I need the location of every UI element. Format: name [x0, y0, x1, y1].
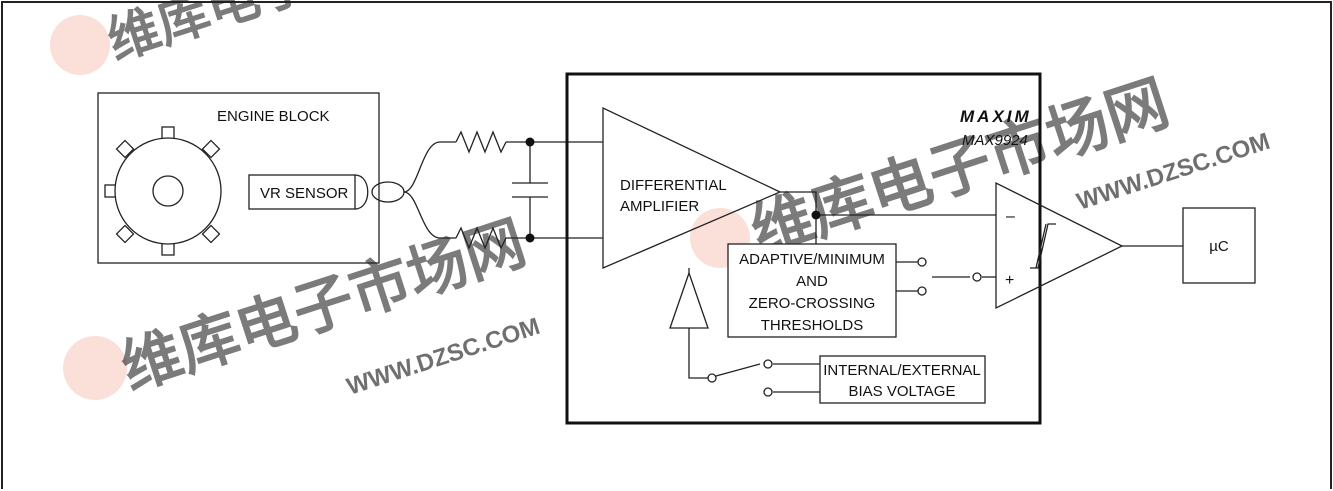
switch-contact — [917, 257, 927, 267]
amp-label-line1: DIFFERENTIAL — [620, 177, 727, 194]
threshold-label-line3: ZERO-CROSSING — [749, 295, 876, 312]
bias-label-line2: BIAS VOLTAGE — [849, 383, 956, 400]
switch-contact — [917, 286, 927, 296]
junction-dot — [811, 210, 821, 220]
watermark-url-1: WWW.DZSC.COM — [344, 313, 544, 401]
comparator-symbol — [995, 181, 1124, 310]
threshold-box — [727, 243, 897, 338]
differential-amplifier-symbol — [602, 106, 782, 269]
microcontroller-box — [1182, 207, 1256, 284]
watermark-text-3: 维库电子市场网 — [743, 69, 1177, 269]
switch-contact — [972, 272, 982, 282]
switch-contact — [707, 373, 717, 383]
watermark-logo-icon — [50, 15, 750, 400]
threshold-label-line1: ADAPTIVE/MINIMUM — [739, 251, 885, 268]
bias-buffer-symbol — [669, 271, 709, 329]
part-number: MAX9924 — [962, 132, 1028, 149]
bias-label-line1: INTERNAL/EXTERNAL — [823, 362, 981, 379]
comparator-minus: – — [1006, 208, 1015, 225]
threshold-label-line4: THRESHOLDS — [761, 317, 864, 334]
threshold-label-line2: AND — [796, 273, 828, 290]
threshold-switch — [896, 261, 996, 292]
engine-block-box — [97, 92, 380, 264]
comparator-plus: + — [1005, 272, 1014, 289]
input-wiring — [371, 130, 603, 250]
amp-label-line2: AMPLIFIER — [620, 198, 699, 215]
vr-sensor-tip — [354, 174, 369, 210]
bias-wiring — [688, 268, 820, 393]
switch-contact — [763, 387, 773, 397]
vr-sensor-label: VR SENSOR — [260, 185, 349, 202]
junction-dot — [525, 233, 535, 243]
switch-contact — [763, 359, 773, 369]
junction-dot — [525, 137, 535, 147]
microcontroller-label: µC — [1209, 238, 1229, 255]
engine-block-label: ENGINE BLOCK — [217, 108, 330, 125]
hysteresis-icon — [1030, 223, 1056, 269]
bias-voltage-box — [819, 355, 986, 404]
gear-icon — [104, 126, 222, 256]
maxim-logo: MAXIM — [960, 107, 1032, 126]
watermark-text-1: 维库电子市场网 — [101, 0, 465, 71]
amp-output-wiring — [780, 191, 996, 244]
vr-sensor-box — [248, 174, 356, 210]
